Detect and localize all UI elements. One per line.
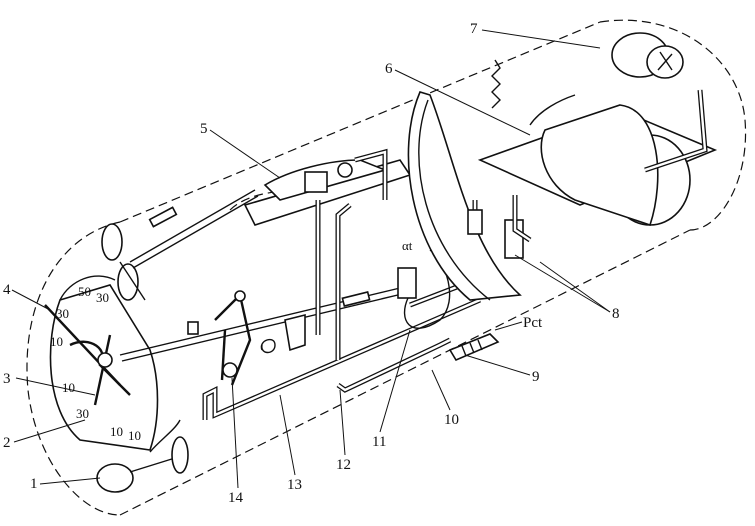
shaft-bracket <box>187 321 199 335</box>
dial-scale-2: 10 <box>50 334 63 349</box>
gear-mechanism-5 <box>243 148 412 335</box>
probe-threads <box>461 339 483 357</box>
leader-3 <box>15 377 96 396</box>
leader-5 <box>209 129 281 179</box>
dial-scale-7: 30 <box>96 290 109 305</box>
spring-coil <box>260 338 276 354</box>
mechanism-5-gear <box>337 162 353 178</box>
callout-labels: 1 2 3 4 5 6 7 8 9 10 11 12 13 14 Pct <box>3 21 620 506</box>
dial-scale-5: 10 <box>110 424 123 439</box>
dial-scale-6: 10 <box>128 428 141 443</box>
leader-9 <box>464 354 531 376</box>
propeller-shaft <box>119 261 146 301</box>
leader-pct <box>494 321 523 331</box>
leader-8a <box>514 254 611 313</box>
linkage-14-top-pivot <box>234 290 246 302</box>
callout-6: 6 <box>385 61 393 77</box>
callout-4: 4 <box>3 282 11 298</box>
bulkhead-inner-rim <box>418 99 491 301</box>
upper-shaft-b <box>132 195 259 269</box>
leader-8b <box>539 261 611 313</box>
fan-7-blades <box>657 51 673 71</box>
leader-4 <box>11 289 51 311</box>
leader-2 <box>13 419 86 443</box>
callout-14: 14 <box>228 490 244 506</box>
spring-7b <box>529 94 576 126</box>
leader-12 <box>339 389 346 456</box>
leader-6 <box>394 69 531 136</box>
leader-14 <box>231 377 239 489</box>
envelope-right-end <box>599 19 747 231</box>
upper-coupling <box>148 206 178 228</box>
propeller-blade-bottom <box>117 263 139 301</box>
knob-link <box>149 419 181 453</box>
pressure-label: Pct <box>523 315 543 331</box>
lower-pipe-network <box>202 200 481 420</box>
callout-12: 12 <box>336 457 351 473</box>
long-shafts <box>119 189 403 362</box>
pressure-probe-9 <box>448 333 500 362</box>
dial-hub <box>97 352 113 368</box>
linkage-14-pivot <box>222 362 238 378</box>
adjust-knob <box>96 419 189 493</box>
callout-11: 11 <box>372 434 386 450</box>
upper-shaft <box>129 189 256 263</box>
leader-11 <box>379 329 411 433</box>
callout-2: 2 <box>3 435 11 451</box>
callout-1: 1 <box>30 476 38 492</box>
fan-7 <box>611 32 708 173</box>
dial-assembly: 50 30 10 10 30 10 10 30 <box>44 275 159 451</box>
leader-10 <box>431 369 451 411</box>
small-mark-alpha: αt <box>402 238 413 253</box>
dial-scale-4: 30 <box>76 406 89 421</box>
leader-1 <box>39 477 101 485</box>
dial-scale-1: 30 <box>56 306 69 321</box>
knob-shaft <box>129 457 176 473</box>
propeller-blade-top <box>101 223 123 261</box>
callout-10: 10 <box>444 412 459 428</box>
probe-body <box>448 333 500 362</box>
envelope-bottom-edge <box>119 229 691 516</box>
spring-7a <box>491 59 501 109</box>
valve-set-8 <box>467 195 532 259</box>
knob-disc <box>171 436 189 474</box>
bulkhead-shell <box>407 91 522 301</box>
callout-5: 5 <box>200 121 208 137</box>
capsule-11-body <box>397 267 417 299</box>
leader-13 <box>279 394 296 476</box>
callout-13: 13 <box>287 477 302 493</box>
middle-shaft-b <box>121 293 403 362</box>
callout-9: 9 <box>532 369 540 385</box>
leader-lines <box>11 29 611 489</box>
propeller <box>101 223 146 301</box>
envelope-top-edge <box>119 21 601 223</box>
dial-pointer-short <box>93 334 112 406</box>
callout-7: 7 <box>470 21 478 37</box>
linkage-14-arm <box>214 292 252 386</box>
valve-8-pipe <box>512 195 532 243</box>
motor-6 <box>477 59 718 227</box>
valve-8-left <box>467 209 483 235</box>
dial-rim <box>59 275 116 301</box>
knob-body <box>96 463 134 493</box>
callout-3: 3 <box>3 371 11 387</box>
mechanism-5-block <box>304 171 328 193</box>
motor-6-drum <box>540 104 659 227</box>
bulkhead <box>407 91 522 301</box>
dial-scale-0: 50 <box>78 284 91 299</box>
leader-7 <box>481 29 601 49</box>
middle-coupling <box>341 291 371 307</box>
pipe-long-rise <box>335 203 352 360</box>
dial-scale-3: 10 <box>62 380 75 395</box>
linkage-14 <box>214 290 306 386</box>
cam-block <box>284 313 306 352</box>
callout-8: 8 <box>612 306 620 322</box>
